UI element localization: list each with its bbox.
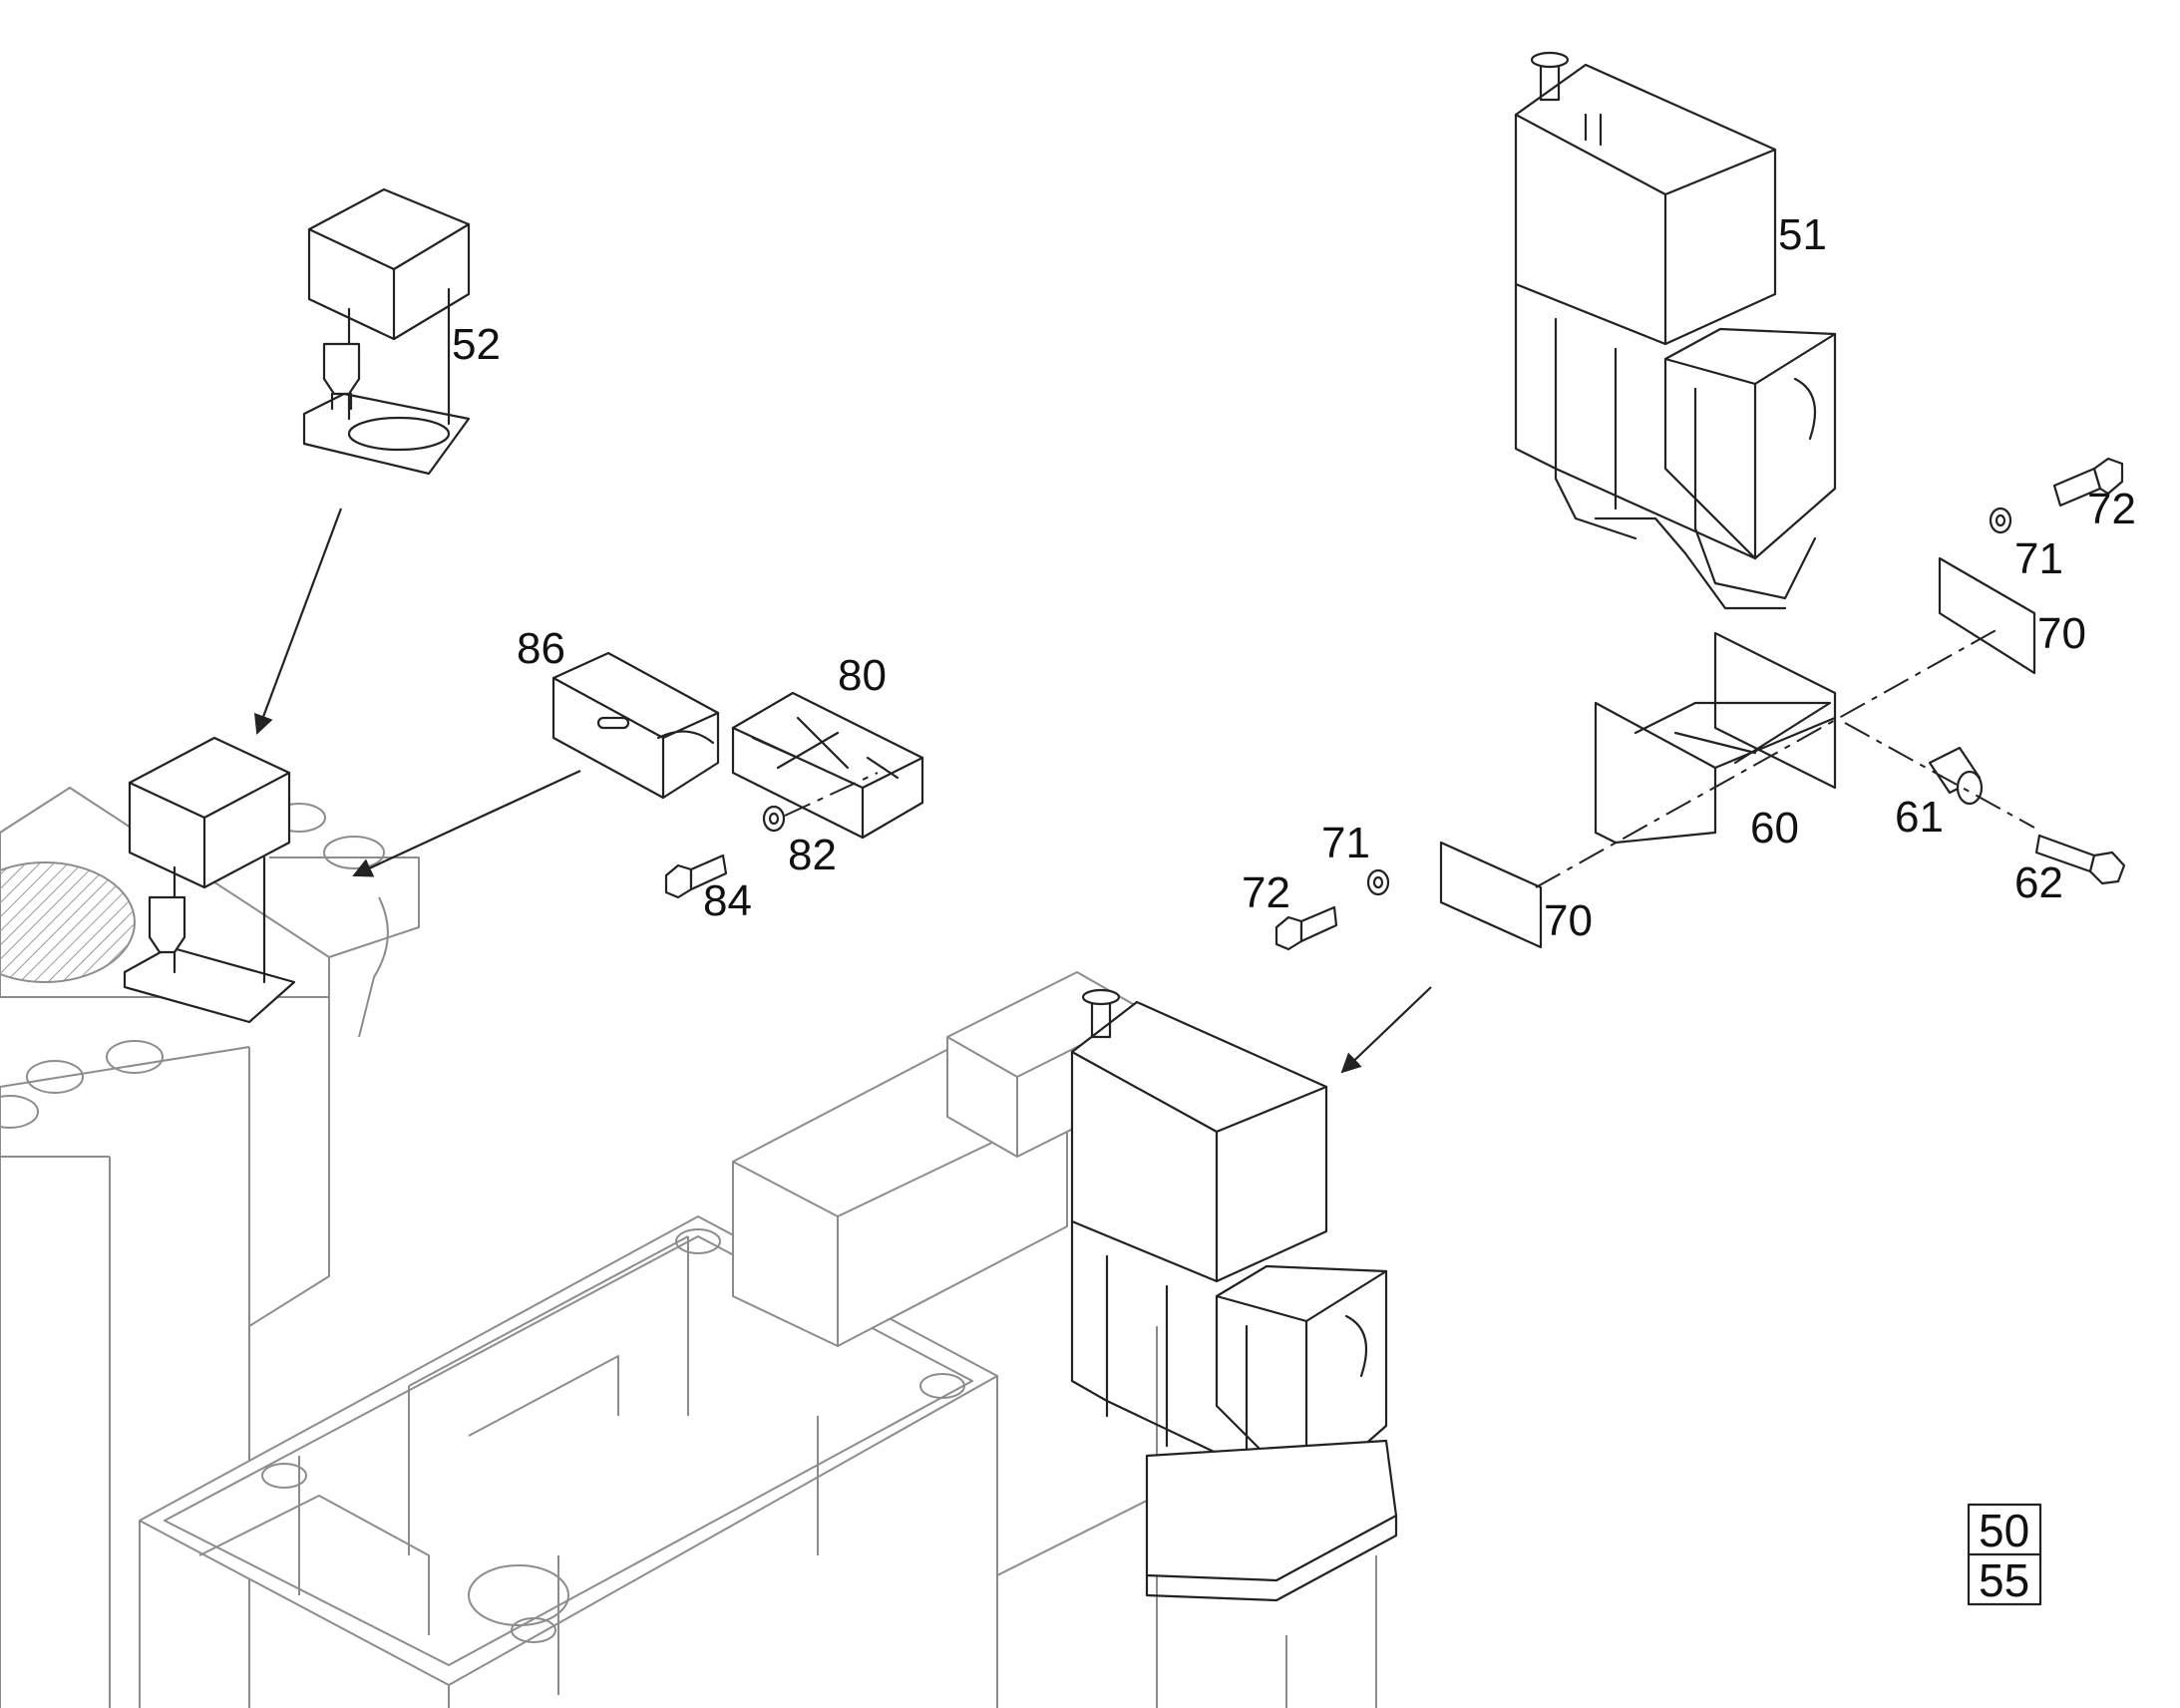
page-reference-box: 50 55 (1967, 1503, 2042, 1606)
callout-80: 80 (838, 651, 887, 700)
part-82-washer (762, 805, 786, 833)
fan-grill (0, 861, 136, 983)
callout-70-lower: 70 (1544, 896, 1593, 945)
leader-arrow-86 (352, 770, 581, 877)
callout-71-upper: 71 (2014, 534, 2063, 583)
callout-52: 52 (452, 320, 501, 369)
part-51-exploded (1514, 51, 1837, 610)
leader-arrow-52 (253, 508, 343, 735)
part-86-box (551, 651, 720, 800)
part-51-installed (1070, 988, 1398, 1602)
callout-82: 82 (788, 831, 837, 879)
part-72-bolt-upper (2052, 457, 2124, 508)
part-71-washer-lower (1366, 868, 1390, 896)
part-62-bolt (2034, 834, 2126, 885)
callout-61: 61 (1895, 793, 1944, 842)
leader-arrow-51 (1340, 986, 1432, 1074)
part-52-installed (123, 736, 296, 1024)
callout-51: 51 (1778, 210, 1827, 259)
part-70-plate-lower (1439, 841, 1543, 949)
callout-62: 62 (2014, 858, 2063, 907)
reference-bottom: 55 (1979, 1554, 2029, 1606)
part-71-washer-upper (1989, 507, 2012, 534)
part-72-bolt-lower (1274, 905, 1338, 951)
callout-84: 84 (703, 876, 752, 925)
background-machine-frame (0, 787, 1377, 1708)
part-52-exploded (302, 187, 471, 476)
reference-top: 50 (1979, 1505, 2029, 1556)
callout-60: 60 (1750, 804, 1799, 853)
part-84-bolt (664, 854, 728, 899)
callout-70-upper: 70 (2037, 609, 2086, 658)
part-80-frame (731, 691, 924, 840)
part-61-bushing (1928, 746, 1984, 806)
callout-86: 86 (517, 624, 565, 673)
callout-72-lower: 72 (1242, 868, 1290, 917)
callout-72-upper: 72 (2087, 485, 2136, 533)
part-70-plate-upper (1938, 556, 2036, 675)
part-60-bracket (1594, 631, 1837, 845)
callout-71-lower: 71 (1321, 819, 1370, 867)
